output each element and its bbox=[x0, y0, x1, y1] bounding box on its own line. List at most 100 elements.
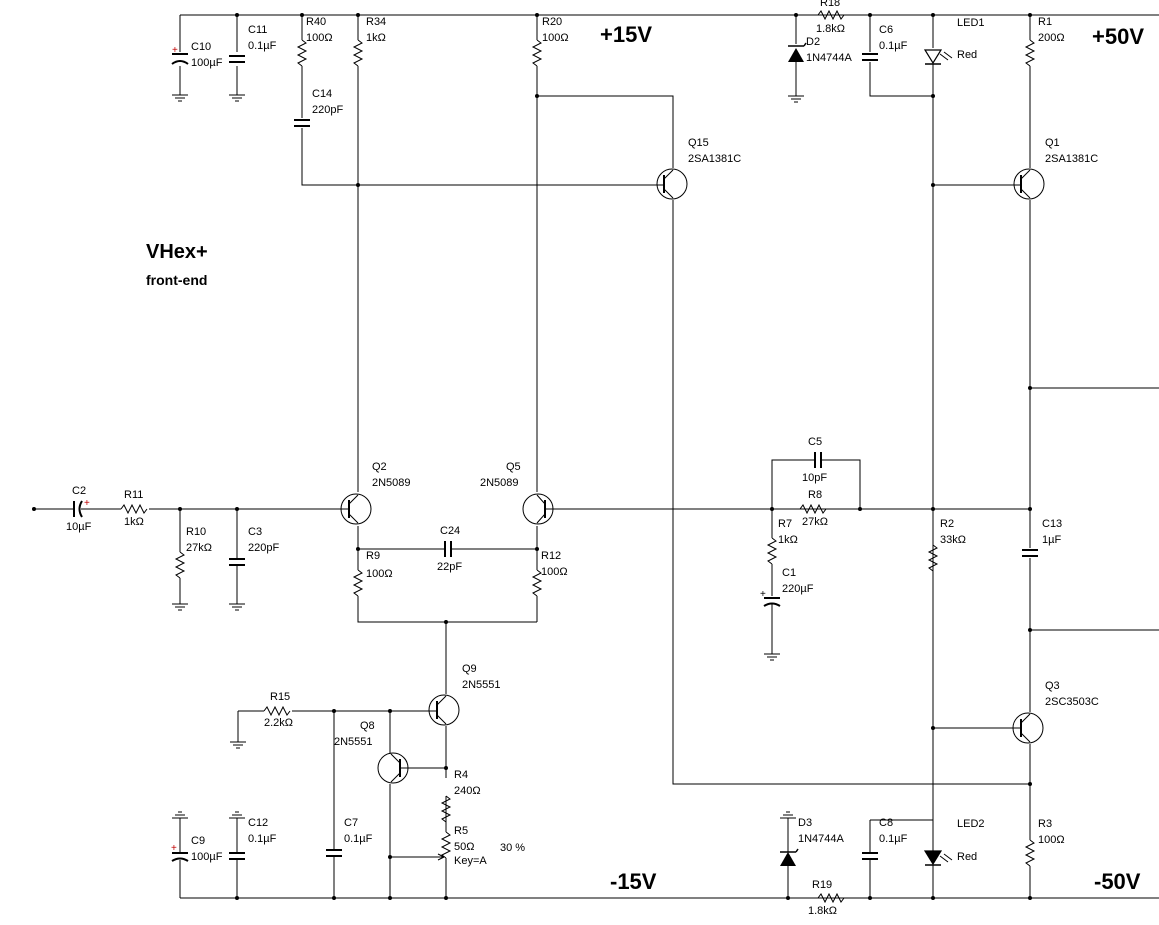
d3-value: 1N4744A bbox=[798, 833, 845, 845]
c5-capacitor bbox=[814, 452, 822, 468]
ground-symbols bbox=[172, 94, 804, 819]
q8-ref: Q8 bbox=[360, 720, 375, 732]
q15-value: 2SA1381C bbox=[688, 153, 741, 165]
capacitors bbox=[73, 53, 1038, 862]
r1-resistor bbox=[1024, 39, 1036, 67]
r12-resistor bbox=[531, 569, 543, 597]
r5-resistor bbox=[440, 831, 452, 859]
c13-capacitor bbox=[1022, 549, 1038, 557]
c13-ref: C13 bbox=[1042, 518, 1062, 530]
c7-ref: C7 bbox=[344, 817, 358, 829]
c2-capacitor bbox=[73, 500, 83, 518]
rail-label-minus50: -50V bbox=[1094, 869, 1141, 894]
r18-resistor bbox=[817, 9, 845, 21]
svg-text:+: + bbox=[172, 45, 178, 56]
c10-capacitor bbox=[171, 53, 189, 65]
c1-value: 220µF bbox=[782, 583, 814, 595]
junction-dots bbox=[32, 13, 1032, 900]
c11-value: 0.1µF bbox=[248, 40, 277, 52]
q3-ref: Q3 bbox=[1045, 680, 1060, 692]
q1-transistor-icon bbox=[1013, 168, 1045, 200]
c3-ref: C3 bbox=[248, 526, 262, 538]
q5-transistor-icon bbox=[522, 493, 554, 525]
r40-ref: R40 bbox=[306, 16, 326, 28]
r11-resistor bbox=[120, 503, 148, 515]
r19-resistor bbox=[817, 892, 845, 904]
c11-capacitor bbox=[229, 55, 245, 63]
q2-transistor-icon bbox=[340, 493, 372, 525]
d3-zener-diode-icon bbox=[780, 848, 799, 866]
r18-ref: R18 bbox=[820, 0, 840, 9]
r2-ref: R2 bbox=[940, 518, 954, 530]
led2-value: Red bbox=[957, 851, 977, 863]
r19-ref: R19 bbox=[812, 879, 832, 891]
r20-resistor bbox=[531, 39, 543, 67]
diagram-subtitle: front-end bbox=[146, 272, 207, 288]
rail-label-plus15: +15V bbox=[600, 22, 652, 47]
q15-ref: Q15 bbox=[688, 137, 709, 149]
r5-value: 50Ω bbox=[454, 841, 474, 853]
r5-key: Key=A bbox=[454, 855, 487, 867]
r4-ref: R4 bbox=[454, 769, 468, 781]
c14-value: 220pF bbox=[312, 104, 343, 116]
r12-ref: R12 bbox=[541, 550, 561, 562]
ground-icon bbox=[229, 603, 245, 611]
c2-value: 10µF bbox=[66, 521, 92, 533]
c9-ref: C9 bbox=[191, 835, 205, 847]
q8-value: 2N5551 bbox=[334, 736, 373, 748]
c14-capacitor bbox=[294, 119, 310, 127]
c7-capacitor bbox=[326, 849, 342, 857]
r34-value: 1kΩ bbox=[366, 32, 386, 44]
r10-resistor bbox=[174, 551, 186, 579]
r9-ref: R9 bbox=[366, 550, 380, 562]
r7-ref: R7 bbox=[778, 518, 792, 530]
c1-ref: C1 bbox=[782, 567, 796, 579]
svg-text:+: + bbox=[171, 843, 177, 854]
resistors bbox=[120, 9, 1036, 904]
r8-ref: R8 bbox=[808, 489, 822, 501]
c6-value: 0.1µF bbox=[879, 40, 908, 52]
led2-ref: LED2 bbox=[957, 818, 985, 830]
r2-resistor bbox=[927, 544, 939, 572]
d2-ref: D2 bbox=[806, 36, 820, 48]
polarity-plus-icons: + + + + bbox=[84, 45, 766, 854]
r1-ref: R1 bbox=[1038, 16, 1052, 28]
q5-ref: Q5 bbox=[506, 461, 521, 473]
r1-value: 200Ω bbox=[1038, 32, 1065, 44]
r7-resistor bbox=[766, 537, 778, 565]
potentiometer-wiper-icon bbox=[437, 853, 445, 861]
q3-value: 2SC3503C bbox=[1045, 696, 1099, 708]
r11-ref: R11 bbox=[124, 489, 143, 501]
d2-zener-diode-icon bbox=[788, 42, 807, 62]
ground-icon bbox=[788, 95, 804, 103]
r3-ref: R3 bbox=[1038, 818, 1052, 830]
r11-value: 1kΩ bbox=[124, 516, 144, 528]
q8-transistor-icon bbox=[377, 752, 409, 784]
r20-value: 100Ω bbox=[542, 32, 569, 44]
c12-ref: C12 bbox=[248, 817, 268, 829]
ground-icon bbox=[172, 811, 188, 819]
q2-value: 2N5089 bbox=[372, 477, 411, 489]
r5-ref: R5 bbox=[454, 825, 468, 837]
d2-value: 1N4744A bbox=[806, 52, 853, 64]
r18-value: 1.8kΩ bbox=[816, 23, 845, 35]
labels: VHex+ front-end +15V +50V -15V -50V C10 … bbox=[66, 0, 1144, 917]
diagram-title: VHex+ bbox=[146, 241, 208, 263]
r8-value: 27kΩ bbox=[802, 516, 828, 528]
rail-label-minus15: -15V bbox=[610, 869, 657, 894]
r34-resistor bbox=[352, 39, 364, 67]
ground-icon bbox=[172, 94, 188, 102]
c9-value: 100µF bbox=[191, 851, 223, 863]
r20-ref: R20 bbox=[542, 16, 562, 28]
wires bbox=[34, 14, 1159, 899]
led1-value: Red bbox=[957, 49, 977, 61]
c6-capacitor bbox=[862, 53, 878, 61]
r15-value: 2.2kΩ bbox=[264, 717, 293, 729]
c3-value: 220pF bbox=[248, 542, 279, 554]
r9-resistor bbox=[352, 569, 364, 597]
c5-value: 10pF bbox=[802, 472, 827, 484]
ground-icon bbox=[172, 603, 188, 611]
q15-transistor-icon bbox=[656, 168, 688, 200]
r10-ref: R10 bbox=[186, 526, 206, 538]
